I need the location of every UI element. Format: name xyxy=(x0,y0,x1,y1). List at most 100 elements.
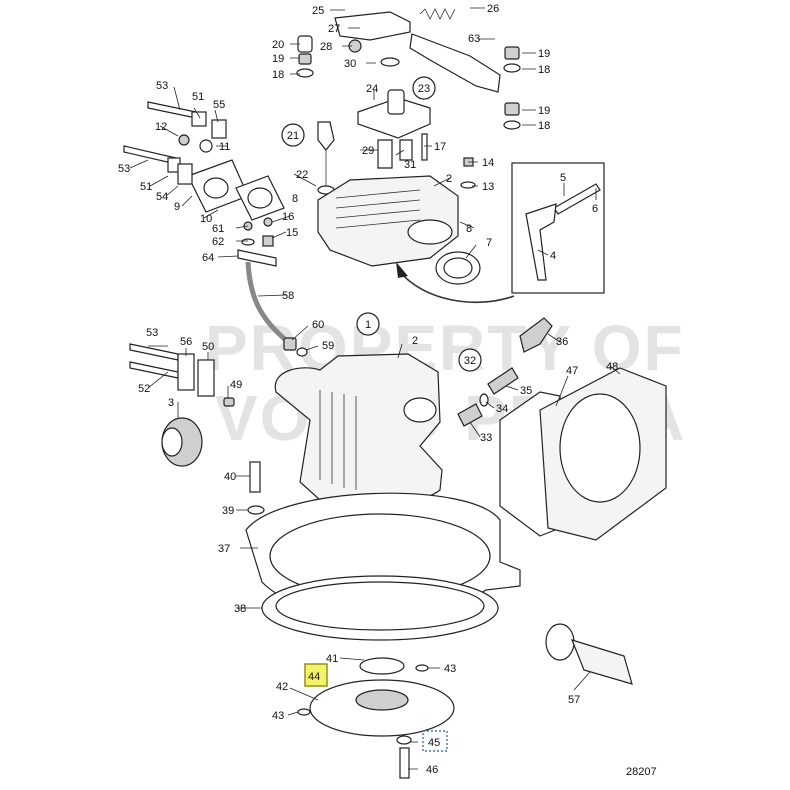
focus-box-45 xyxy=(422,730,448,752)
label-53-mid: 53 xyxy=(118,163,130,175)
label-14: 14 xyxy=(482,157,494,169)
label-51-mid: 51 xyxy=(140,181,152,193)
washer-59 xyxy=(296,347,308,357)
label-38: 38 xyxy=(234,603,246,615)
washer-18-mid xyxy=(503,120,521,130)
dipstick-handle xyxy=(317,121,335,151)
callout-circle-21 xyxy=(281,123,305,147)
inset-panel xyxy=(511,162,605,294)
label-37: 37 xyxy=(218,543,230,555)
plate-42-hub xyxy=(355,689,409,711)
oring-34 xyxy=(479,393,489,407)
assembly-callouts: 21 23 1 32 xyxy=(281,76,482,372)
label-5: 5 xyxy=(560,172,566,184)
label-9: 9 xyxy=(174,201,180,213)
label-13: 13 xyxy=(482,181,494,193)
fitting-60 xyxy=(283,337,297,351)
label-35: 35 xyxy=(520,385,532,397)
label-43-left: 43 xyxy=(272,710,284,722)
label-59: 59 xyxy=(322,340,334,352)
label-50: 50 xyxy=(202,341,214,353)
callout-circle-32 xyxy=(458,348,482,372)
washer-39 xyxy=(247,505,265,515)
lower-housing-ribs xyxy=(319,390,357,490)
hose-58 xyxy=(245,261,290,344)
diagram-id: 28207 xyxy=(626,766,657,778)
bracket-63 xyxy=(409,33,501,93)
circlip-57 xyxy=(545,623,575,661)
nut-12 xyxy=(178,134,190,146)
label-63: 63 xyxy=(468,33,480,45)
label-18-left: 18 xyxy=(272,69,284,81)
callout-circle-1 xyxy=(356,312,380,336)
label-46: 46 xyxy=(426,764,438,776)
washer-13 xyxy=(460,181,476,189)
pin-17 xyxy=(421,133,428,161)
nut-19-mid xyxy=(504,102,520,116)
washer-43-right xyxy=(415,664,429,672)
label-19-top: 19 xyxy=(538,48,550,60)
label-2-top: 2 xyxy=(446,173,452,185)
fork-4 xyxy=(525,203,557,281)
label-31: 31 xyxy=(404,159,416,171)
callout-23: 23 xyxy=(418,83,430,95)
label-57: 57 xyxy=(568,694,580,706)
label-53-lower: 53 xyxy=(146,327,158,339)
label-33: 33 xyxy=(480,432,492,444)
pin-49 xyxy=(223,397,235,407)
label-12: 12 xyxy=(155,121,167,133)
label-42: 42 xyxy=(276,681,288,693)
washer-30 xyxy=(380,57,400,67)
highlight-box-44 xyxy=(304,663,328,687)
nut-19-left xyxy=(298,53,312,65)
label-34: 34 xyxy=(496,403,508,415)
flywheel-housing-opening xyxy=(559,393,641,503)
label-41: 41 xyxy=(326,653,338,665)
label-18-mid: 18 xyxy=(538,120,550,132)
lower-assembly xyxy=(129,317,667,779)
label-25: 25 xyxy=(312,5,324,17)
label-39: 39 xyxy=(222,505,234,517)
label-17: 17 xyxy=(434,141,446,153)
label-36: 36 xyxy=(556,336,568,348)
label-27: 27 xyxy=(328,23,340,35)
label-61: 61 xyxy=(212,223,224,235)
housing-24-neck xyxy=(387,89,405,115)
label-47: 47 xyxy=(566,365,578,377)
sensor-35 xyxy=(487,367,519,395)
clip-64 xyxy=(237,249,277,267)
label-48: 48 xyxy=(606,361,618,373)
label-22: 22 xyxy=(296,169,308,181)
callout-circle-23 xyxy=(412,76,436,100)
housing-fins xyxy=(335,189,421,229)
bracket-25 xyxy=(334,11,411,41)
flow-arrow-head xyxy=(396,262,408,278)
washer-45 xyxy=(396,735,412,745)
label-3: 3 xyxy=(168,397,174,409)
label-53-top: 53 xyxy=(156,80,168,92)
label-52: 52 xyxy=(138,383,150,395)
label-4: 4 xyxy=(550,250,556,262)
label-15: 15 xyxy=(286,227,298,239)
leader-lines xyxy=(129,7,621,770)
label-18-top: 18 xyxy=(538,64,550,76)
bracket-56 xyxy=(177,353,195,391)
washer-51-top xyxy=(191,111,207,127)
callout-1: 1 xyxy=(365,319,371,331)
washer-43-left xyxy=(297,708,311,716)
oring-41 xyxy=(359,657,405,675)
label-54: 54 xyxy=(156,191,168,203)
label-49: 49 xyxy=(230,379,242,391)
label-56: 56 xyxy=(180,336,192,348)
label-10: 10 xyxy=(200,213,212,225)
label-55: 55 xyxy=(213,99,225,111)
callout-32: 32 xyxy=(464,355,476,367)
part-labels: 25 26 27 28 30 20 19 18 63 19 18 19 18 2… xyxy=(118,3,657,778)
washer-18-top xyxy=(503,63,521,73)
label-7: 7 xyxy=(486,237,492,249)
label-64: 64 xyxy=(202,252,214,264)
label-58: 58 xyxy=(282,290,294,302)
seal-8 xyxy=(247,187,273,209)
seal-38-inner xyxy=(275,581,485,631)
label-30: 30 xyxy=(344,58,356,70)
